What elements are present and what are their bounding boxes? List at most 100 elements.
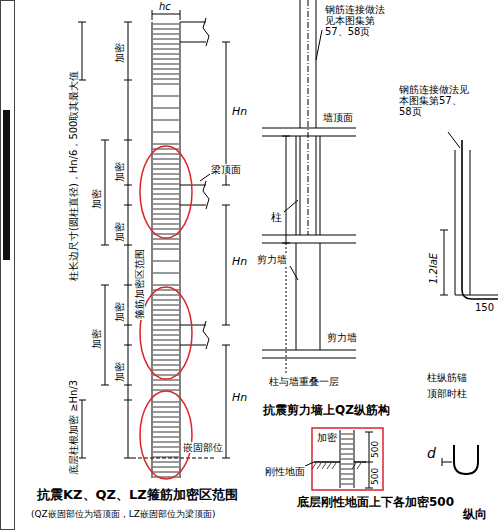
highlight-circle — [140, 146, 192, 238]
dimension-line — [282, 136, 290, 243]
elevation-label: 梁顶面 — [210, 164, 242, 175]
zone-label: 加密 — [316, 432, 338, 443]
stirrup — [153, 305, 179, 306]
stirrup — [341, 439, 353, 440]
stirrup — [153, 79, 179, 80]
stirrup — [153, 350, 179, 351]
ground-hatch-stroke — [327, 463, 331, 469]
dimension-line — [128, 22, 129, 458]
dimension-line — [78, 22, 86, 458]
part-label: 剪力墙 — [326, 332, 358, 343]
stirrup — [153, 345, 179, 346]
part-label: 剪力墙 — [256, 254, 288, 265]
note-text: 柱纵筋锚 — [426, 372, 468, 383]
stirrup — [153, 330, 179, 331]
stirrup — [153, 34, 179, 35]
stirrup-set — [153, 24, 179, 477]
stirrup — [153, 335, 179, 336]
stirrup — [153, 69, 179, 70]
stirrup — [153, 189, 179, 190]
stirrup — [341, 459, 353, 460]
dimension-text: 500 — [371, 440, 381, 459]
slab-line — [262, 350, 356, 358]
stirrup — [153, 74, 179, 75]
stirrup — [153, 144, 179, 145]
stirrup — [153, 154, 179, 155]
stirrup — [153, 199, 179, 200]
stirrup — [341, 434, 353, 435]
dimension-tick — [152, 10, 153, 20]
note-text: 顶部时柱 — [426, 388, 468, 399]
stirrup — [153, 179, 179, 180]
stirrup — [153, 174, 179, 175]
dimension-tick — [124, 22, 132, 458]
part-label: 柱与墙重叠一层 — [268, 376, 340, 387]
dimension-line — [440, 230, 448, 295]
dimension-text: 500 — [371, 467, 381, 486]
stirrup — [341, 444, 353, 445]
stirrup — [341, 454, 353, 455]
stirrup — [153, 24, 179, 25]
stirrup — [153, 261, 179, 262]
dimension-text: Hn — [231, 256, 248, 268]
stirrup — [153, 64, 179, 65]
ground-hatch-stroke — [322, 463, 326, 469]
elevation-label: 嵌固部位 — [182, 442, 224, 453]
column-edge — [180, 22, 181, 478]
stirrup — [341, 464, 353, 465]
stirrup — [153, 164, 179, 165]
beam-stub — [180, 181, 209, 209]
stirrup — [153, 49, 179, 50]
ground-hatch-stroke — [312, 463, 316, 469]
zone-label: 加密 — [114, 42, 125, 64]
stirrup — [153, 84, 179, 85]
stirrup — [153, 108, 179, 109]
stirrup — [153, 295, 179, 296]
zone-label: 加密 — [91, 328, 102, 350]
ground-hatch-stroke — [357, 463, 361, 469]
figure-caption: 纵向 — [462, 508, 488, 521]
stirrup — [153, 214, 179, 215]
column-edge — [340, 430, 354, 488]
stirrup — [153, 447, 179, 448]
stirrup — [153, 285, 179, 286]
stirrup — [153, 422, 179, 423]
hook-symbol — [454, 445, 478, 474]
stirrup — [153, 249, 179, 250]
stirrup — [153, 273, 179, 274]
highlight-circle — [140, 391, 192, 479]
stirrup — [153, 310, 179, 311]
stirrup — [153, 184, 179, 185]
stirrup — [153, 467, 179, 468]
caption-note: (QZ嵌固部位为墙顶面，LZ嵌固部位为梁顶面) — [30, 510, 216, 520]
stirrup — [153, 39, 179, 40]
ground-hatch-stroke — [317, 463, 321, 469]
stirrup — [153, 407, 179, 408]
stirrup — [153, 315, 179, 316]
stirrup — [153, 427, 179, 428]
leader-line — [448, 132, 460, 148]
beam-stub — [180, 18, 209, 46]
stirrup — [153, 370, 179, 371]
stirrup — [153, 340, 179, 341]
stirrup — [153, 365, 179, 366]
leader-line — [200, 174, 210, 181]
rebar-bend — [462, 140, 498, 299]
stirrup — [153, 29, 179, 30]
leader-line — [305, 462, 314, 466]
zone-label: 加密 — [114, 221, 125, 243]
stirrup — [153, 132, 179, 133]
stirrup — [341, 474, 353, 475]
ground-line — [314, 461, 366, 463]
stirrup — [153, 402, 179, 403]
dimension-line — [226, 42, 227, 458]
highlight-circle — [140, 287, 192, 379]
part-label: 柱 — [270, 212, 283, 224]
stirrup — [153, 54, 179, 55]
stirrup — [153, 96, 179, 97]
stirrup — [153, 204, 179, 205]
zone-label: 加密 — [91, 188, 102, 210]
dimension-text: Hn — [231, 106, 248, 118]
elevation-label: 墙顶面 — [322, 112, 354, 123]
